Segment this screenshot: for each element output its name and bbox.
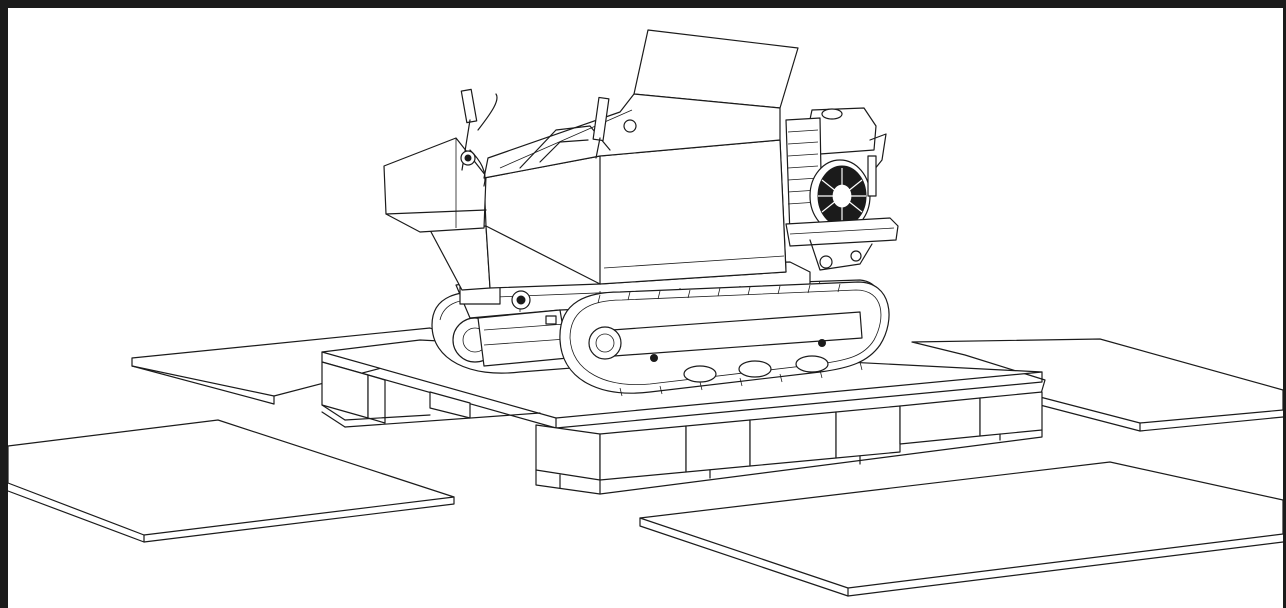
control-levers xyxy=(460,88,637,187)
frame-right-border xyxy=(1283,0,1286,608)
mini-dumper xyxy=(383,29,899,397)
track-front xyxy=(559,281,890,397)
frame-top-border xyxy=(0,0,1286,8)
front-guard xyxy=(477,309,569,367)
dump-bucket xyxy=(383,29,799,291)
engine xyxy=(785,107,899,271)
floor-board-front-left xyxy=(7,419,455,543)
frame-left-border xyxy=(0,0,8,608)
floor-board-back-right xyxy=(911,338,1284,432)
floor-board-front-right xyxy=(639,461,1284,597)
